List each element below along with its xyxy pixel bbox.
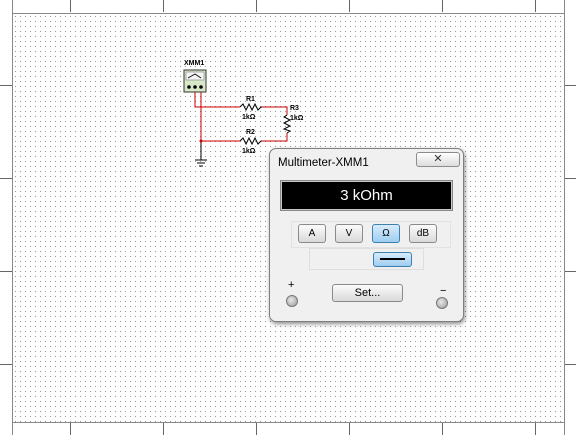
ruler-tick bbox=[442, 423, 443, 435]
r2-ref: R2 bbox=[246, 129, 255, 136]
multimeter-window[interactable]: Multimeter-XMM1 ✕ 3 kOhm A V Ω dB + − Se… bbox=[269, 148, 464, 322]
r3-value: 1kΩ bbox=[290, 115, 304, 122]
ruler-right bbox=[564, 0, 576, 435]
ruler-tick bbox=[535, 423, 536, 435]
ruler-tick bbox=[256, 0, 257, 12]
mode-button-voltmeter[interactable]: V bbox=[335, 224, 363, 243]
r1-ref: R1 bbox=[246, 96, 255, 103]
ground-symbol bbox=[195, 141, 207, 167]
junction-dot bbox=[199, 139, 203, 143]
r3-ref: R3 bbox=[290, 105, 299, 112]
multimeter-title: Multimeter-XMM1 bbox=[278, 157, 369, 169]
ruler-tick bbox=[565, 364, 576, 365]
minus-terminal[interactable] bbox=[436, 297, 448, 309]
wires bbox=[194, 92, 288, 142]
mode-button-ammeter[interactable]: A bbox=[298, 224, 326, 243]
ruler-tick bbox=[349, 0, 350, 12]
ruler-tick bbox=[163, 423, 164, 435]
plus-terminal-label: + bbox=[288, 279, 295, 291]
minus-terminal-label: − bbox=[440, 285, 447, 297]
ruler-tick bbox=[535, 0, 536, 12]
multimeter-symbol[interactable] bbox=[183, 69, 207, 93]
ruler-tick bbox=[349, 423, 350, 435]
ruler-tick bbox=[70, 0, 71, 12]
ruler-tick bbox=[565, 271, 576, 272]
reading-display: 3 kOhm bbox=[280, 180, 453, 211]
mode-button-decibel[interactable]: dB bbox=[409, 224, 437, 243]
close-icon: ✕ bbox=[433, 153, 443, 165]
mode-group bbox=[291, 221, 451, 248]
ruler-tick bbox=[442, 0, 443, 12]
ruler-tick bbox=[70, 423, 71, 435]
ruler-left bbox=[0, 0, 13, 435]
set-button[interactable]: Set... bbox=[332, 284, 403, 302]
plus-terminal[interactable] bbox=[286, 295, 298, 307]
close-button[interactable]: ✕ bbox=[416, 152, 460, 167]
ruler-tick bbox=[0, 364, 12, 365]
reading-value: 3 kOhm bbox=[340, 187, 393, 204]
r2-value: 1kΩ bbox=[242, 148, 256, 155]
ruler-tick bbox=[565, 85, 576, 86]
ruler-bottom bbox=[0, 422, 576, 436]
resistors bbox=[239, 102, 292, 146]
r1-value: 1kΩ bbox=[242, 114, 256, 121]
ruler-tick bbox=[163, 0, 164, 12]
ruler-tick bbox=[565, 178, 576, 179]
mode-button-ohmmeter[interactable]: Ω bbox=[372, 224, 400, 243]
dc-signal-button[interactable] bbox=[373, 252, 412, 267]
multimeter-ref-label: XMM1 bbox=[184, 60, 205, 67]
dc-line-icon bbox=[380, 258, 405, 260]
ruler-tick bbox=[256, 423, 257, 435]
signal-group bbox=[309, 248, 424, 270]
ruler-top bbox=[0, 0, 576, 14]
ruler-tick bbox=[0, 85, 12, 86]
ruler-tick bbox=[0, 271, 12, 272]
ruler-tick bbox=[0, 178, 12, 179]
